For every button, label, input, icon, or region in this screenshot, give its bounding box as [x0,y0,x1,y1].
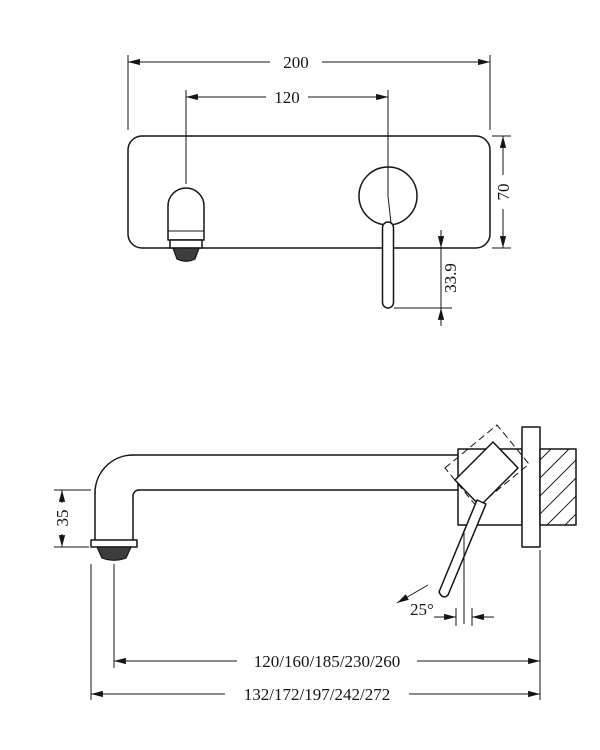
dim-label-outlet-drop: 35 [53,510,72,527]
dim-label-lever-angle: 25° [410,600,434,619]
dim-label-overall-reach: 132/172/197/242/272 [244,685,390,704]
dim-label-total-width: 200 [283,53,309,72]
handle-body-side [454,441,519,507]
wall-body [521,426,577,548]
handle-lever-front [381,221,395,309]
dim-outlet-drop: 35 [53,489,91,548]
outlet-ring [90,539,138,548]
wall-flange [521,426,541,548]
dim-centres: 120 [185,87,389,196]
handle-lever-side [438,499,487,598]
in-wall-body [539,448,577,526]
hatch-section [539,448,577,526]
dim-label-plate-height: 70 [494,184,513,201]
dim-label-spout-reach: 120/160/185/230/260 [254,652,400,671]
handle-phantom-position [444,424,530,508]
dim-lever-angle: 25° [396,530,494,626]
spout-front [167,187,205,262]
dim-overall-reach: 132/172/197/242/272 [90,564,540,704]
aerator-front [172,247,200,262]
dim-plate-height: 70 [492,135,513,249]
side-view: 25° 35 120/160/185/230/260 13 [53,424,577,704]
dim-label-lever-drop: 33.9 [441,263,460,293]
front-view: 200 120 70 33.9 [127,52,513,326]
dim-lever-drop: 33.9 [394,230,460,326]
handle-side [438,424,530,598]
spout-side [90,454,459,561]
dim-spout-reach: 120/160/185/230/260 [113,550,541,700]
dim-label-centres: 120 [274,88,300,107]
aerator-side [96,546,132,561]
dim-total-width: 200 [127,52,491,130]
